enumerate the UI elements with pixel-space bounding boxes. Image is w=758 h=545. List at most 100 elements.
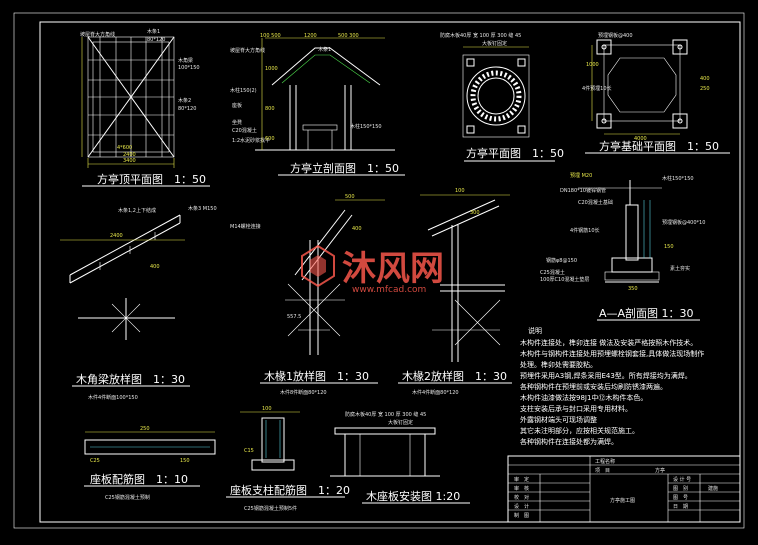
roof-plan-label-strip2-size: 80*120 (178, 106, 196, 112)
corner-beam-title: 木角梁放样图 1：30 (76, 372, 185, 386)
roof-plan-label-strip1-size: 80*120 (147, 37, 165, 43)
roof-plan-label-strip1: 木条1 (147, 28, 160, 35)
aa-label-soil: 素土夯实 (670, 265, 690, 272)
bench-rebar-note: C25钢筋混凝土预制 (105, 494, 150, 501)
roof-plan-label-corner-beam-size: 100*150 (178, 65, 200, 71)
watermark-logo-icon (301, 244, 335, 288)
note-line-1: 木构件连接处，榫卯连接 做法及安装严格按照木作技术。 (520, 338, 697, 347)
note-line-9: 其它未注明部分，应按相关规范施工。 (520, 426, 639, 435)
inner-frame (39, 21, 741, 523)
aa-label-rebar: 4件钢筋10长 (570, 227, 600, 234)
note-line-5: 各种钢构件在预埋前或安装后均刷防锈漆两遍。 (520, 382, 667, 391)
rafter2-dim-300: 300 (470, 210, 480, 216)
aa-label-plate: 预埋钢板@400*10 (662, 219, 705, 226)
rafter1-dim-400: 400 (352, 226, 362, 232)
site-watermark: 沐风网 www.mfcad.com (301, 244, 444, 295)
rafter1-title: 木椽1放样图 1：30 (264, 369, 369, 383)
roof-plan-dim-spacing: 4*600 (117, 145, 132, 151)
bench-dim-150: 150 (180, 458, 190, 464)
note-line-2: 木构件与钢构件连接处用预埋螺栓钢套接,具体做法现场制作 (520, 349, 704, 358)
tb-date: 日 期 (673, 504, 688, 510)
foundation-title: 方亭基础平面图 1：50 (599, 139, 719, 153)
note-line-7: 支柱安装后承与封口采用专用材料。 (520, 404, 632, 413)
aa-label-embedded: 预埋 M20 (570, 172, 592, 179)
tb-design-no: 设 计 号 (673, 476, 691, 483)
found-label-rebar: 4件预埋10长 (582, 85, 612, 92)
tb-draw-label: 制 图 (514, 512, 529, 519)
rafter2-title: 木椽2放样图 1：30 (402, 369, 507, 383)
bench-rebar-title: 座板配筋图 1：10 (90, 472, 188, 486)
bench-dim-250: 250 (140, 426, 150, 432)
aa-label-post: 木柱150*150 (662, 175, 694, 182)
seat-install-title: 木座板安装图 1:20 (366, 489, 460, 503)
beam-label-join: 木条1,2上下结成 (118, 207, 156, 214)
note-line-10: 各种钢构件在连接处都为满焊。 (520, 437, 618, 446)
tb-item-label: 项 目 (595, 468, 610, 474)
foundation-plan-view: 预埋钢板@400 4件预埋10长 400 250 4000 1000 方亭基础平… (582, 32, 730, 154)
tb-drawing-no: 图 号 (673, 495, 688, 501)
tb-project-name-label: 工程名称 (595, 458, 615, 465)
support-dim-100: 100 (262, 406, 272, 412)
elev-label-bench: 坐凳 (232, 119, 242, 126)
roof-plan-dim-3400: 3400 (123, 158, 136, 164)
found-dim-1000: 1000 (586, 62, 599, 68)
elev-dim-600: 600 (265, 136, 275, 142)
beam-dim-2400: 2400 (110, 233, 123, 239)
elev-dim-1200: 1200 (304, 33, 317, 39)
support-label-c15: C15 (244, 448, 254, 454)
aa-label-pipe: DN180*10镀锌钢管 (560, 187, 606, 194)
aa-label-stirrup: 钢筋φ8@150 (546, 257, 577, 264)
found-dim-250: 250 (700, 86, 710, 92)
rafter1-note: 木件8件断面80*120 (280, 389, 327, 396)
aa-dim-150: 150 (664, 244, 674, 250)
tb-approve-label: 审 定 (514, 476, 529, 483)
elev-label-strip1: 木条1 (318, 46, 331, 53)
elev-dim-800: 800 (265, 106, 275, 112)
note-line-6: 木构件油漆做法按98J1中⑫木构件本色。 (520, 393, 647, 402)
section-aa-title: A—A剖面图 1：30 (599, 306, 694, 320)
tb-sheet-code: 建施 (708, 485, 718, 492)
plan-label-nail: 大板钉固定 (482, 40, 507, 47)
rafter2-note: 木件4件断面80*120 (412, 389, 459, 396)
elevation-title: 方亭立剖面图 1：50 (290, 161, 399, 175)
found-label-plate: 预埋钢板@400 (598, 32, 633, 39)
rafter1-view: 500 400 557.5 木椽1放样图 1：30 木件8件断面80*120 (260, 194, 385, 396)
roof-plan-label-strip2: 木条2 (178, 97, 191, 104)
roof-plan-label-corner-beam: 木角梁 (178, 57, 193, 64)
elev-label-concrete: C20混凝土 (232, 127, 257, 134)
tb-review-label: 审 核 (514, 485, 529, 492)
elev-label-mortar: 1:2水泥砂浆找平 (232, 137, 270, 144)
seat-label-nail: 大板钉固定 (388, 419, 413, 426)
section-aa-view: 预埋 M20 DN180*10镀锌钢管 C20混凝土基础 4件钢筋10长 木柱1… (540, 172, 705, 321)
watermark-url: www.mfcad.com (352, 285, 426, 295)
roof-plan-title: 方亭顶平面图 1：50 (97, 172, 206, 186)
pavilion-plan-view: 防腐木板40厚 宽 100 厚 300 缝 45 大板钉固定 方亭平面图 1：5… (440, 32, 564, 162)
elev-dim-1000: 1000 (265, 66, 278, 72)
aa-dim-350: 350 (628, 286, 638, 292)
rafter2-view: 100 300 木椽2放样图 1：30 木件4件断面80*120 (398, 188, 512, 396)
outer-frame (13, 12, 745, 529)
beam-dim-400: 400 (150, 264, 160, 270)
bench-support-note: C25钢筋混凝土预制5件 (244, 505, 297, 512)
beam-label-bolt: M14螺栓连接 (230, 223, 261, 230)
found-dim-4000: 4000 (634, 136, 647, 142)
elev-label-post-size: 木柱150*150 (350, 123, 382, 130)
aa-label-cushion: 100厚C10混凝土垫层 (540, 276, 589, 283)
roof-plan-view: 坡屋脊大方角线 木条1 80*120 木角梁 100*150 木条2 80*12… (80, 28, 210, 187)
note-line-8: 外露钢材端头可现场调整 (520, 415, 597, 424)
rafter1-dim-500: 500 (345, 194, 355, 200)
plan-label-board: 防腐木板40厚 宽 100 厚 300 缝 45 (440, 32, 521, 39)
bench-support-title: 座板支柱配筋图 1：20 (230, 483, 350, 497)
elevation-section-view: 100 500 1200 500 300 坡屋脊大方角线 木条1 木柱150(2… (230, 33, 405, 176)
corner-beam-view: 木条1,2上下结成 木条3 M150 M14螺栓连接 2400 400 木角梁放… (60, 205, 261, 401)
tb-category: 图 别 (673, 485, 688, 492)
elev-dim-top-left: 100 500 (260, 33, 281, 39)
tb-check-label: 校 对 (514, 494, 529, 501)
aa-label-c25: C25混凝土 (540, 269, 565, 276)
elev-label-ridge: 坡屋脊大方角线 (230, 47, 265, 54)
design-notes: 说明 木构件连接处，榫卯连接 做法及安装严格按照木作技术。 木构件与钢构件连接处… (520, 326, 704, 446)
elev-label-seat-board: 座板 (232, 102, 242, 109)
elev-label-post: 木柱150(2) (230, 87, 257, 94)
